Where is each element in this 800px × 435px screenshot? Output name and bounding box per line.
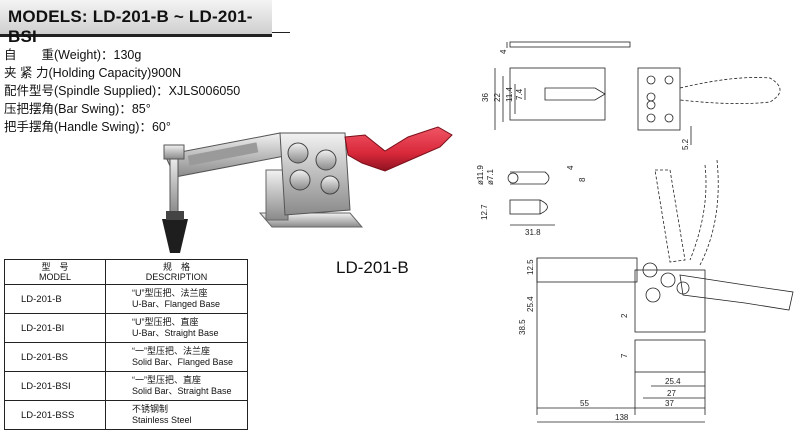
header-rule [272,32,290,33]
dim-5-2: 5.2 [681,138,690,150]
dim-4: 4 [499,49,508,54]
spindle-detail [507,171,555,226]
models-header: MODELS: LD-201-B ~ LD-201-BSI [0,0,272,46]
dim-36: 36 [481,93,490,102]
dim-22: 22 [493,93,502,102]
dim-25-4-horizontal: 25.4 [665,377,681,386]
dim-4b: 4 [566,165,575,170]
dim-7: 7 [620,353,629,358]
technical-drawing: 36 22 11.4 7.4 4 5.2 ø11.9 ø7.1 4 8 12.7… [476,41,794,423]
dim-7-1: ø7.1 [486,168,495,185]
dim-25-4-vertical: 25.4 [526,296,535,312]
spec-bar-swing: 压把摆角(Bar Swing)：85° [4,102,151,116]
spec-holding-capacity: 夹 紧 力(Holding Capacity)900N [4,66,182,80]
dim-55: 55 [580,399,589,408]
model-label: LD-201-B [336,258,409,277]
dim-138: 138 [615,413,629,422]
dim-8: 8 [578,177,587,182]
spec-weight: 自 重(Weight)：130g [4,48,142,62]
clamp-product-image [162,126,453,253]
dim-12-5: 12.5 [526,259,535,275]
top-view [494,41,781,145]
dim-27: 27 [667,389,676,398]
dim-11-9: ø11.9 [476,165,485,185]
dim-2: 2 [620,313,629,318]
dim-7-4: 7.4 [515,88,524,100]
dim-31-8: 31.8 [525,228,541,237]
spec-spindle: 配件型号(Spindle Supplied)：XJLS006050 [4,84,241,98]
spec-handle-swing: 把手摆角(Handle Swing)：60° [4,120,171,134]
dim-11-4: 11.4 [505,86,514,102]
models-title: MODELS: LD-201-B ~ LD-201-BSI [8,7,253,46]
dim-12-7: 12.7 [480,204,489,220]
side-view [536,159,794,423]
dim-37: 37 [665,399,674,408]
dim-38-5: 38.5 [518,319,527,335]
spec-list: 自 重(Weight)：130g 夹 紧 力(Holding Capacity)… [4,46,240,136]
